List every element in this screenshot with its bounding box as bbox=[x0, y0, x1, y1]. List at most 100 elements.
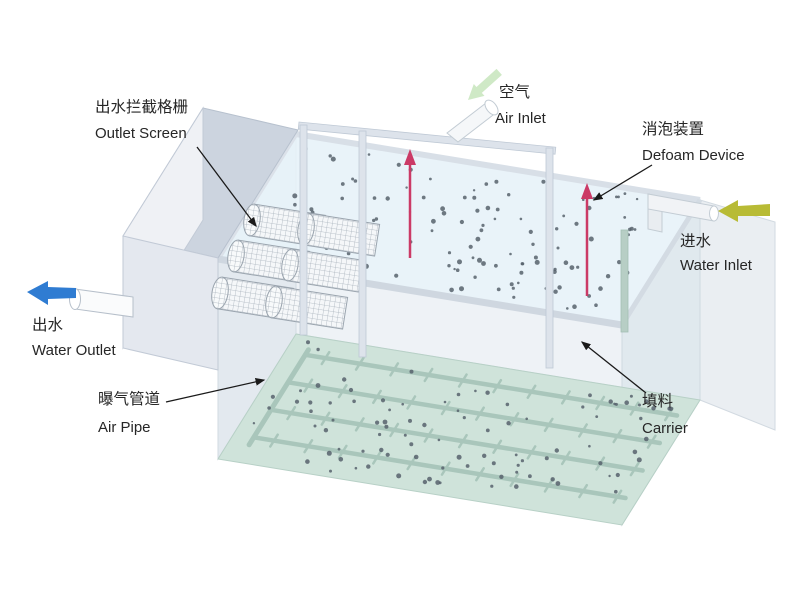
carrier-dot bbox=[384, 424, 389, 429]
carrier-dot bbox=[338, 457, 344, 462]
carrier-dot bbox=[494, 179, 499, 184]
label-air-pipe-en: Air Pipe bbox=[98, 419, 151, 436]
support-frame bbox=[297, 121, 629, 369]
carrier-dot bbox=[441, 466, 445, 470]
air-diffuser bbox=[475, 467, 485, 482]
carrier-dot bbox=[294, 399, 300, 404]
water-inlet-pipe-cap bbox=[709, 205, 719, 222]
carrier-dot bbox=[594, 303, 598, 308]
carrier-dot bbox=[598, 286, 603, 291]
carrier-dot bbox=[477, 257, 482, 263]
carrier-dot bbox=[299, 389, 302, 393]
air-diffuser bbox=[337, 384, 348, 399]
carrier-dot bbox=[315, 383, 321, 388]
carrier-dot bbox=[636, 457, 642, 463]
air-diffuser bbox=[320, 411, 331, 426]
carrier-dot bbox=[639, 416, 643, 421]
air-diffuser bbox=[406, 455, 417, 471]
leader-air-pipe bbox=[165, 378, 266, 403]
air-diffuser bbox=[354, 356, 365, 371]
air-diffuser bbox=[578, 483, 589, 499]
carrier-dot bbox=[541, 179, 546, 184]
inlet-downpipe bbox=[620, 229, 629, 333]
carrier-dot bbox=[495, 207, 500, 212]
air-header-pipe bbox=[246, 347, 311, 448]
carrier-dot bbox=[252, 422, 256, 425]
carrier-dot bbox=[667, 406, 672, 411]
carrier-dot bbox=[455, 268, 460, 273]
carrier-dot bbox=[441, 211, 447, 216]
carrier-dot bbox=[517, 281, 520, 285]
frame-beam bbox=[297, 121, 557, 155]
carrier-dot bbox=[293, 202, 297, 207]
carrier-dot bbox=[509, 252, 512, 256]
carrier-dot bbox=[331, 418, 335, 422]
frame-post-middle bbox=[358, 130, 367, 358]
air-diffuser bbox=[457, 373, 468, 388]
carrier-dot bbox=[456, 454, 462, 460]
outlet-screen-cylinder bbox=[265, 285, 349, 330]
carrier-dot bbox=[491, 461, 496, 466]
air-diffuser bbox=[475, 406, 485, 421]
tank-rim-right bbox=[619, 198, 703, 327]
air-diffuser bbox=[629, 401, 640, 416]
carrier-dot bbox=[388, 408, 391, 412]
carrier-dot bbox=[366, 464, 371, 469]
carrier-dot bbox=[556, 246, 560, 250]
carrier-dot bbox=[292, 193, 298, 199]
air-diffuser bbox=[492, 439, 503, 454]
air-diffuser bbox=[286, 405, 297, 421]
air-diffuser bbox=[372, 389, 382, 405]
carrier-dot bbox=[550, 477, 555, 482]
carrier-dot bbox=[507, 193, 511, 197]
carrier-dot bbox=[462, 195, 467, 200]
carrier-dot bbox=[572, 304, 577, 310]
air-lateral-pipe bbox=[251, 435, 628, 501]
carrier-dot bbox=[348, 387, 354, 393]
carrier-dot bbox=[569, 265, 575, 270]
carrier-dot bbox=[401, 402, 405, 406]
carrier-dot bbox=[614, 489, 618, 494]
air-diffuser bbox=[578, 423, 588, 438]
air-diffuser bbox=[423, 367, 434, 383]
carrier-dot bbox=[308, 400, 313, 405]
air-diffuser bbox=[303, 378, 314, 393]
carrier-dot bbox=[375, 420, 380, 425]
carrier-dot bbox=[430, 229, 434, 233]
water-outlet-arrow bbox=[27, 281, 76, 305]
carrier-dot bbox=[270, 394, 275, 399]
carrier-dot bbox=[651, 406, 656, 411]
air-diffuser bbox=[612, 428, 623, 444]
air-diffuser bbox=[440, 461, 451, 476]
carrier-dot bbox=[447, 251, 452, 255]
carrier-dot bbox=[475, 208, 480, 213]
carrier-dot bbox=[624, 400, 629, 406]
carrier-dot bbox=[617, 195, 620, 199]
carrier-dot bbox=[462, 416, 466, 420]
defoam-devices bbox=[404, 149, 593, 296]
carrier-dot bbox=[528, 474, 532, 479]
carrier-dot bbox=[372, 218, 376, 223]
carrier-dot bbox=[447, 264, 451, 268]
carrier-dot bbox=[328, 401, 332, 405]
carrier-dot bbox=[305, 459, 310, 464]
air-diffuser bbox=[595, 395, 606, 411]
carrier-dot bbox=[511, 286, 515, 290]
carrier-dot bbox=[409, 442, 414, 447]
carrier-dot bbox=[638, 403, 641, 407]
carrier-dot bbox=[403, 433, 407, 437]
carrier-dot bbox=[528, 229, 533, 234]
carrier-dot bbox=[485, 205, 491, 211]
carrier-dot bbox=[456, 392, 461, 397]
carrier-dot bbox=[509, 282, 514, 287]
carrier-dot bbox=[562, 214, 566, 218]
carrier-dot bbox=[481, 223, 485, 227]
carrier-dot bbox=[449, 287, 454, 293]
carrier-dot bbox=[374, 217, 379, 221]
carrier-dot bbox=[623, 192, 627, 196]
carrier-dot bbox=[429, 177, 432, 181]
carrier-dot bbox=[617, 260, 622, 265]
carrier-dot bbox=[330, 156, 336, 162]
